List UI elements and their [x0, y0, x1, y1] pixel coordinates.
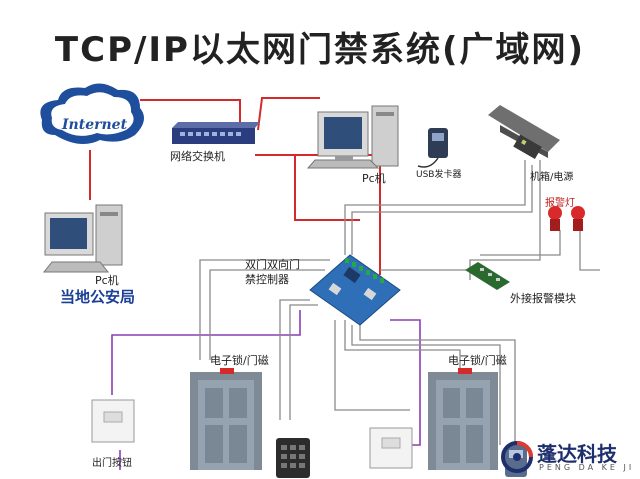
right-door-icon [428, 368, 498, 470]
pc-left-label: Pc机 [95, 274, 119, 287]
controller-keypad-line2 [289, 304, 318, 420]
internet-label: Internet [62, 117, 128, 133]
exit-button-right-line [390, 319, 421, 446]
controller-right-reader-line2 [359, 325, 516, 445]
exit-button-right-icon [369, 427, 413, 469]
alarm-light-line2 [480, 230, 561, 256]
internet-switch-line [140, 99, 241, 128]
pc-center-icon [306, 105, 399, 169]
controller-left-lock-line2 [209, 269, 325, 360]
usb-reader-label: USB发卡器 [416, 170, 462, 180]
pc-center-label: Pc机 [362, 172, 386, 185]
keypad-reader-icon [276, 438, 310, 478]
brand-logo-icon [501, 441, 533, 473]
brand-name: 蓬达科技 [537, 442, 617, 466]
cabinet-label: 机箱/电源 [530, 172, 574, 183]
alarm-module-label: 外接报警模块 [510, 292, 576, 305]
lock-right-label: 电子锁/门磁 [448, 354, 507, 367]
lock-left-label: 电子锁/门磁 [210, 354, 269, 367]
switch-pc-line [257, 97, 320, 131]
switch-label: 网络交换机 [170, 150, 225, 163]
pc-left-icon [42, 204, 123, 273]
alarm-light-line [579, 230, 600, 271]
brand-sub: PENG DA KE JI [539, 463, 635, 472]
controller-right-exit-line [334, 320, 410, 411]
network-switch-icon [172, 122, 260, 144]
exit-button-line [111, 310, 301, 395]
controller-right-reader-line [351, 325, 501, 445]
controller-keypad-line [279, 299, 310, 420]
usb-card-reader-icon [417, 128, 448, 168]
cabinet-line-1 [344, 160, 526, 255]
exit-button-label: 出门按钮 [92, 458, 132, 469]
police-label: 当地公安局 [60, 288, 136, 306]
brand-block: 蓬达科技 PENG DA KE JI [497, 438, 637, 476]
controller-label-2: 禁控制器 [245, 273, 289, 286]
controller-label-1: 双门双向门 [245, 258, 300, 271]
access-controller-board-icon [309, 254, 401, 326]
controller-left-lock-line [199, 259, 330, 360]
cabinet-line-2 [351, 165, 533, 255]
left-door-icon [190, 368, 262, 470]
controller-right-lock-line [344, 320, 461, 370]
cabinet-power-icon [488, 105, 560, 160]
switch-controller-line2 [294, 155, 360, 221]
diagram-title: TCP/IP以太网门禁系统(广域网) [54, 30, 586, 70]
alarm-module-icon [465, 262, 510, 290]
alarm-light-label: 报警灯 [545, 198, 575, 209]
alarm-light-icon [548, 206, 585, 231]
exit-button-left-icon [91, 399, 135, 443]
internet-cloud-icon [40, 83, 144, 144]
